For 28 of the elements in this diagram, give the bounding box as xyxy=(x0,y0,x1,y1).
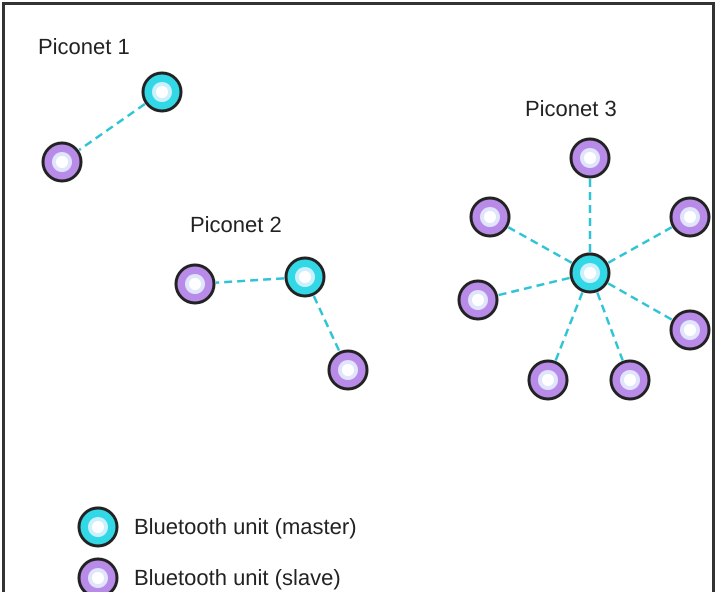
slave-unit-circle xyxy=(527,359,569,401)
dashed-link-line xyxy=(312,296,340,352)
piconet-label: Piconet 2 xyxy=(190,212,282,238)
slave-unit-circle xyxy=(669,196,711,238)
slave-unit-circle xyxy=(469,196,511,238)
dashed-link-line xyxy=(554,292,584,361)
dashed-link-line xyxy=(216,277,284,284)
dashed-link-line xyxy=(608,282,672,321)
slave-unit-circle xyxy=(41,141,83,183)
piconet-label: Piconet 3 xyxy=(525,96,617,122)
slave-unit-circle xyxy=(569,137,611,179)
legend-text: Bluetooth unit (slave) xyxy=(134,565,341,591)
master-unit-circle xyxy=(569,252,611,294)
master-unit-circle xyxy=(284,256,326,298)
master-unit-circle xyxy=(141,71,183,113)
slave-unit-circle xyxy=(174,263,216,305)
dashed-link-line xyxy=(498,276,570,296)
dashed-link-line xyxy=(588,179,592,252)
dashed-link-line xyxy=(78,103,146,151)
slave-unit-circle xyxy=(609,359,651,401)
slave-unit-circle xyxy=(457,279,499,321)
dashed-link-line xyxy=(608,226,672,264)
dashed-link-line xyxy=(596,292,624,361)
dashed-link-line xyxy=(508,226,572,264)
legend-text: Bluetooth unit (master) xyxy=(134,514,357,540)
slave-unit-circle xyxy=(669,309,711,351)
piconet-label: Piconet 1 xyxy=(38,34,130,60)
slave-unit-circle xyxy=(327,349,369,391)
